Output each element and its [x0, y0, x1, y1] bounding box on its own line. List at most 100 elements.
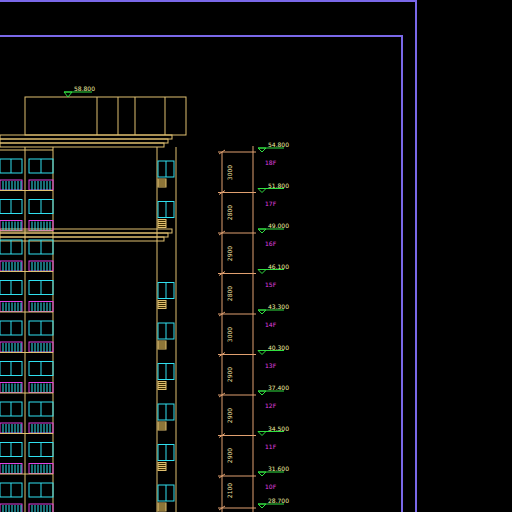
stroke — [35, 505, 36, 512]
stroke — [9, 222, 10, 231]
stroke — [50, 262, 51, 271]
stroke — [29, 240, 53, 254]
stroke — [47, 424, 48, 433]
stroke — [21, 505, 22, 512]
stroke — [219, 393, 225, 397]
stroke — [29, 302, 53, 312]
floor-label: 13F — [265, 362, 276, 369]
stroke — [158, 323, 174, 339]
floor-label: 16F — [265, 240, 276, 247]
level-mark — [258, 472, 266, 476]
stroke — [50, 465, 51, 474]
stroke — [0, 433, 53, 434]
stroke — [158, 464, 166, 465]
dimension-text: 2900 — [227, 367, 234, 382]
stroke — [158, 424, 166, 425]
stroke — [38, 181, 39, 190]
dimension-text: 3000 — [227, 327, 234, 342]
stroke — [29, 504, 53, 512]
stroke — [47, 181, 48, 190]
stroke — [158, 445, 174, 461]
stroke — [47, 303, 48, 312]
stroke — [44, 303, 45, 312]
elevation-text: 34.500 — [268, 425, 289, 432]
stroke — [25, 97, 186, 135]
level-mark — [258, 351, 266, 355]
stroke — [50, 303, 51, 312]
stroke — [50, 424, 51, 433]
stroke — [158, 223, 166, 224]
stroke — [12, 222, 13, 231]
stroke — [44, 424, 45, 433]
stroke — [41, 281, 42, 295]
stroke — [38, 303, 39, 312]
stroke — [50, 181, 51, 190]
elevation-text: 51.800 — [268, 182, 289, 189]
stroke — [218, 152, 256, 153]
stroke — [3, 303, 4, 312]
stroke — [0, 221, 22, 231]
stroke — [11, 321, 12, 335]
stroke — [166, 161, 167, 177]
stroke — [12, 384, 13, 393]
stroke — [158, 503, 166, 511]
stroke — [44, 384, 45, 393]
stroke — [0, 393, 53, 394]
level-mark — [258, 229, 266, 233]
stroke — [219, 231, 225, 235]
stroke — [9, 262, 10, 271]
stroke — [218, 435, 256, 436]
stroke — [9, 384, 10, 393]
stroke — [166, 404, 167, 420]
stroke — [41, 443, 42, 457]
stroke — [21, 465, 22, 474]
stroke — [0, 240, 22, 254]
stroke — [41, 222, 42, 231]
stroke — [15, 222, 16, 231]
stroke — [219, 272, 225, 276]
stroke — [41, 240, 42, 254]
dimension-text: 2800 — [227, 286, 234, 301]
stroke — [38, 424, 39, 433]
stroke — [158, 345, 166, 346]
stroke — [222, 152, 223, 512]
stroke — [29, 342, 53, 352]
stroke — [35, 384, 36, 393]
stroke — [35, 181, 36, 190]
stroke — [47, 465, 48, 474]
stroke — [6, 465, 7, 474]
stroke — [29, 159, 53, 173]
level-mark — [258, 504, 266, 508]
stroke — [41, 402, 42, 416]
stroke — [38, 505, 39, 512]
stroke — [47, 505, 48, 512]
stroke — [158, 466, 166, 467]
stroke — [18, 303, 19, 312]
stroke — [29, 464, 53, 474]
stroke — [158, 505, 166, 506]
floor-label: 15F — [265, 281, 276, 288]
stroke — [41, 505, 42, 512]
stroke — [3, 384, 4, 393]
stroke — [21, 262, 22, 271]
stroke — [38, 222, 39, 231]
stroke — [18, 505, 19, 512]
stroke — [0, 135, 172, 139]
stroke — [158, 468, 166, 469]
stroke — [12, 181, 13, 190]
stroke — [0, 342, 22, 352]
elevation-text: 31.600 — [268, 465, 289, 472]
stroke — [9, 465, 10, 474]
stroke — [41, 262, 42, 271]
stroke — [158, 185, 166, 186]
floor-label: 18F — [265, 159, 276, 166]
stroke — [3, 262, 4, 271]
floor-label: 14F — [265, 321, 276, 328]
stroke — [158, 507, 166, 508]
stroke — [0, 474, 53, 475]
stroke — [11, 483, 12, 497]
stroke — [47, 343, 48, 352]
stroke — [0, 281, 22, 295]
stroke — [0, 362, 22, 376]
stroke — [6, 262, 7, 271]
